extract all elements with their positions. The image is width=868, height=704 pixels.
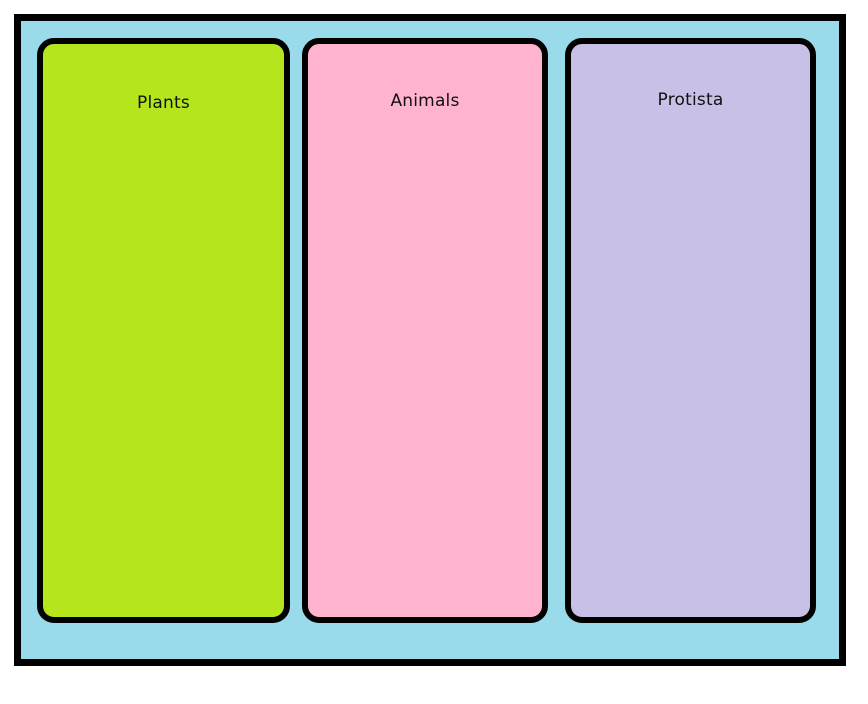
- category-columns: Plants Animals Protista: [21, 21, 839, 659]
- category-panel-plants[interactable]: Plants: [37, 38, 290, 623]
- category-label-plants: Plants: [137, 93, 190, 113]
- category-label-protista: Protista: [657, 90, 724, 110]
- category-label-animals: Animals: [390, 91, 460, 111]
- classification-board: Plants Animals Protista: [14, 14, 846, 666]
- category-panel-animals[interactable]: Animals: [302, 38, 548, 623]
- category-panel-protista[interactable]: Protista: [565, 38, 816, 623]
